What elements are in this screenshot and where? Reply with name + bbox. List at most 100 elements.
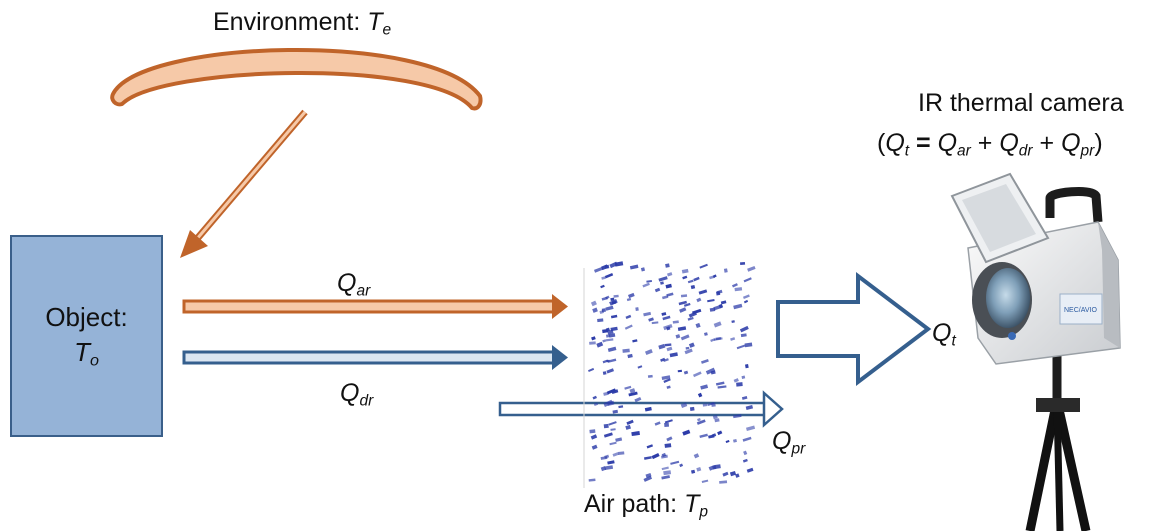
air-particle — [628, 292, 635, 299]
air-particle — [610, 297, 615, 302]
air-particle — [687, 316, 694, 321]
air-particle — [597, 318, 604, 323]
air-particle — [591, 336, 596, 341]
air-particle — [682, 429, 691, 436]
air-particle — [715, 381, 725, 386]
air-particle — [700, 358, 709, 364]
air-particle — [629, 264, 639, 270]
air-particle — [711, 402, 716, 407]
camera-brand-label: NEC/AVIO — [1064, 307, 1097, 314]
air-particle — [665, 263, 670, 268]
air-particle — [672, 320, 679, 324]
air-particle — [660, 281, 664, 285]
air-particle — [690, 284, 696, 290]
air-particle — [607, 400, 615, 407]
object-box: Object: To — [10, 235, 163, 437]
air-particle — [628, 391, 638, 397]
ir-camera-illustration: NEC/AVIO — [950, 172, 1121, 531]
air-particle — [747, 265, 756, 272]
air-particle — [664, 443, 672, 448]
air-particle — [603, 423, 609, 429]
air-particle — [736, 344, 746, 350]
air-particle — [723, 268, 728, 273]
air-particle — [743, 299, 749, 304]
air-particle — [693, 371, 702, 378]
air-particle — [733, 378, 739, 383]
air-particle — [629, 388, 636, 394]
camera-title: IR thermal camera — [918, 89, 1124, 117]
air-particle — [596, 341, 604, 348]
object-label: Object: — [45, 301, 128, 332]
air-particle — [702, 403, 708, 407]
air-particle — [612, 409, 619, 414]
air-particle — [740, 333, 747, 338]
air-particle — [683, 302, 691, 307]
air-particle — [606, 359, 610, 363]
air-particle — [687, 279, 694, 284]
air-particle — [712, 274, 717, 278]
air-particle — [700, 384, 709, 390]
air-particle — [644, 456, 652, 460]
air-particle — [609, 261, 618, 269]
air-particle — [607, 460, 615, 465]
air-particle — [730, 337, 736, 341]
air-particle — [704, 332, 708, 336]
air-particle — [714, 418, 720, 423]
q-dr-arrow — [182, 345, 568, 370]
air-particle — [666, 436, 673, 442]
air-particle — [610, 326, 618, 332]
air-particle — [693, 276, 700, 282]
air-particle — [669, 352, 678, 358]
air-particle — [742, 436, 752, 442]
air-particle — [648, 317, 654, 322]
air-particle — [624, 385, 632, 390]
air-particle — [658, 343, 666, 350]
air-particle — [592, 395, 597, 400]
air-particle — [677, 369, 682, 373]
air-particle — [683, 370, 689, 375]
air-particle — [625, 424, 632, 430]
air-particle — [605, 305, 614, 311]
air-particle — [739, 325, 749, 333]
air-particle — [682, 275, 688, 280]
air-particle — [654, 287, 661, 293]
air-particle — [590, 434, 598, 440]
air-particle — [661, 466, 669, 471]
air-particle — [666, 326, 671, 331]
air-particle — [705, 367, 716, 375]
air-particle — [734, 287, 743, 292]
air-particle — [625, 314, 632, 320]
air-particle — [745, 364, 749, 369]
air-particle — [740, 261, 746, 265]
air-particle — [661, 475, 670, 480]
air-particle — [604, 273, 614, 279]
air-particle — [634, 396, 642, 403]
air-particle — [661, 312, 667, 316]
air-particle — [681, 268, 689, 274]
environment-label: Environment: Te — [213, 8, 392, 39]
air-particle — [603, 432, 613, 438]
air-particle — [699, 263, 708, 269]
air-particle — [713, 337, 723, 341]
air-particle — [684, 348, 693, 355]
air-particle — [666, 385, 671, 389]
air-particle — [680, 294, 688, 298]
air-particle — [663, 378, 671, 383]
air-particle — [643, 475, 653, 482]
air-particle — [695, 322, 701, 329]
air-path-particles — [583, 261, 756, 488]
air-particle — [746, 467, 754, 473]
air-particle — [699, 433, 708, 439]
air-particle — [701, 479, 709, 483]
air-particle — [716, 289, 723, 295]
environment-arc — [110, 47, 483, 111]
environment-reflection-arrow — [180, 109, 308, 258]
air-particle — [613, 294, 619, 298]
air-particle — [608, 333, 616, 338]
air-particle — [665, 283, 672, 289]
air-particle — [624, 324, 633, 330]
air-particle — [678, 300, 687, 306]
air-particle — [604, 264, 610, 269]
air-particle — [605, 327, 610, 332]
